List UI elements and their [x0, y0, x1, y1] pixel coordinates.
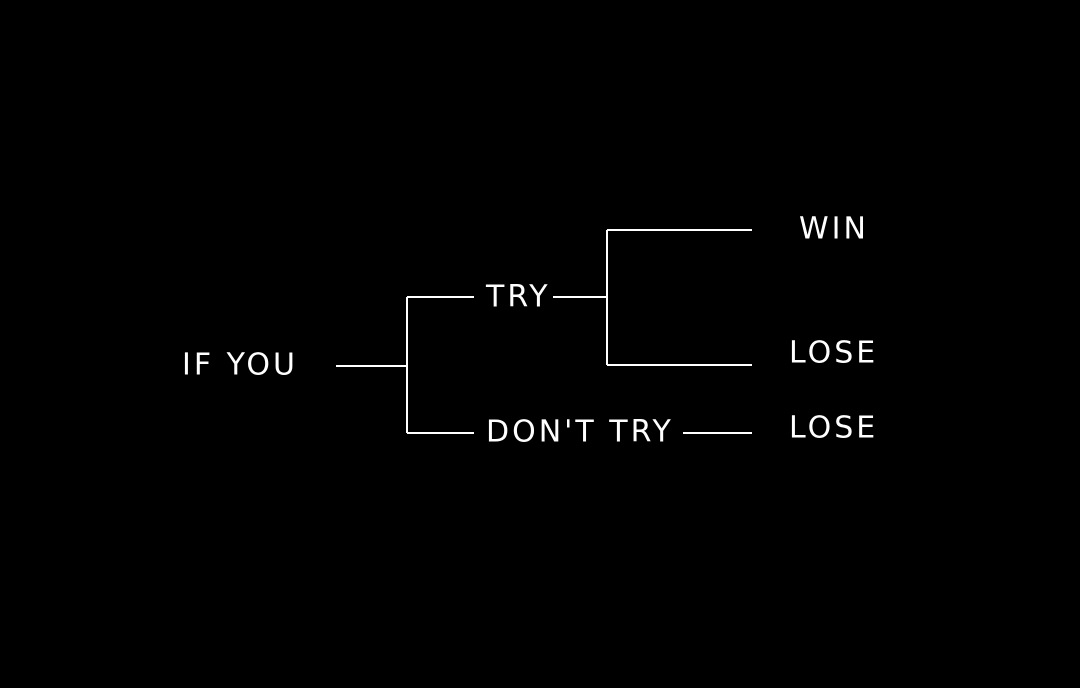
node-try-label: TRY [485, 280, 551, 315]
node-dont-try-lose-label: LOSE [789, 411, 878, 446]
node-dont-try-label: DON'T TRY [486, 415, 674, 450]
node-win-label: WIN [799, 212, 869, 247]
node-root-label: IF YOU [182, 348, 298, 383]
node-try-lose-label: LOSE [789, 336, 878, 371]
